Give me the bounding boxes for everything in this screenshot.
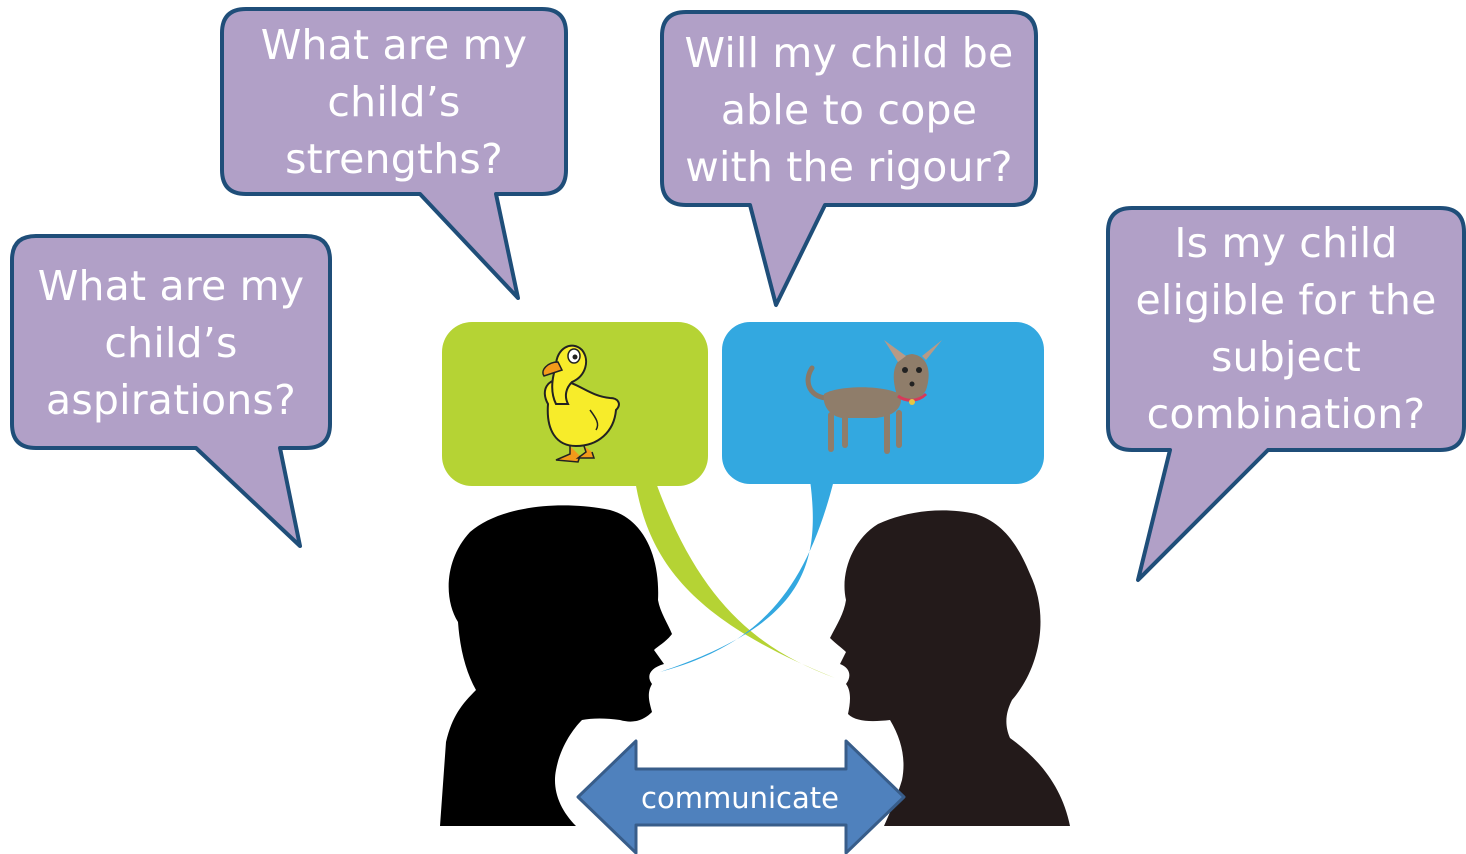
callout-strengths-line: What are my — [260, 20, 528, 69]
callout-strengths-line: strengths? — [285, 134, 503, 183]
communicate-double-arrow — [576, 739, 906, 854]
communicate-label: communicate — [641, 781, 839, 815]
callout-rigour-line: able to cope — [720, 85, 978, 134]
callout-aspirations-line: aspirations? — [46, 375, 296, 424]
callout-eligibility-line: subject — [1210, 333, 1361, 381]
callout-eligibility-line: combination? — [1146, 390, 1426, 438]
left-person-silhouette — [440, 505, 672, 826]
callout-rigour: Will my child be able to cope with the r… — [666, 24, 1032, 196]
callout-strengths-shape — [220, 7, 568, 300]
callout-aspirations-line: What are my — [37, 261, 305, 310]
callout-rigour-line: with the rigour? — [685, 142, 1013, 191]
duck-icon — [542, 344, 620, 463]
right-person-silhouette — [830, 510, 1070, 826]
callout-eligibility-shape — [1106, 206, 1466, 582]
callout-aspirations-line: child’s — [104, 318, 238, 367]
callout-eligibility: Is my child eligible for the subject com… — [1112, 212, 1460, 446]
dog-icon — [805, 340, 942, 454]
callout-eligibility-line: Is my child — [1174, 219, 1398, 267]
callout-aspirations-shape — [10, 234, 332, 548]
callout-strengths-line: child’s — [327, 77, 461, 126]
callout-eligibility-line: eligible for the — [1135, 276, 1437, 324]
callout-strengths: What are my child’s strengths? — [226, 14, 562, 190]
callout-rigour-shape — [660, 10, 1038, 307]
callout-rigour-line: Will my child be — [684, 28, 1014, 77]
callout-aspirations: What are my child’s aspirations? — [16, 254, 326, 432]
